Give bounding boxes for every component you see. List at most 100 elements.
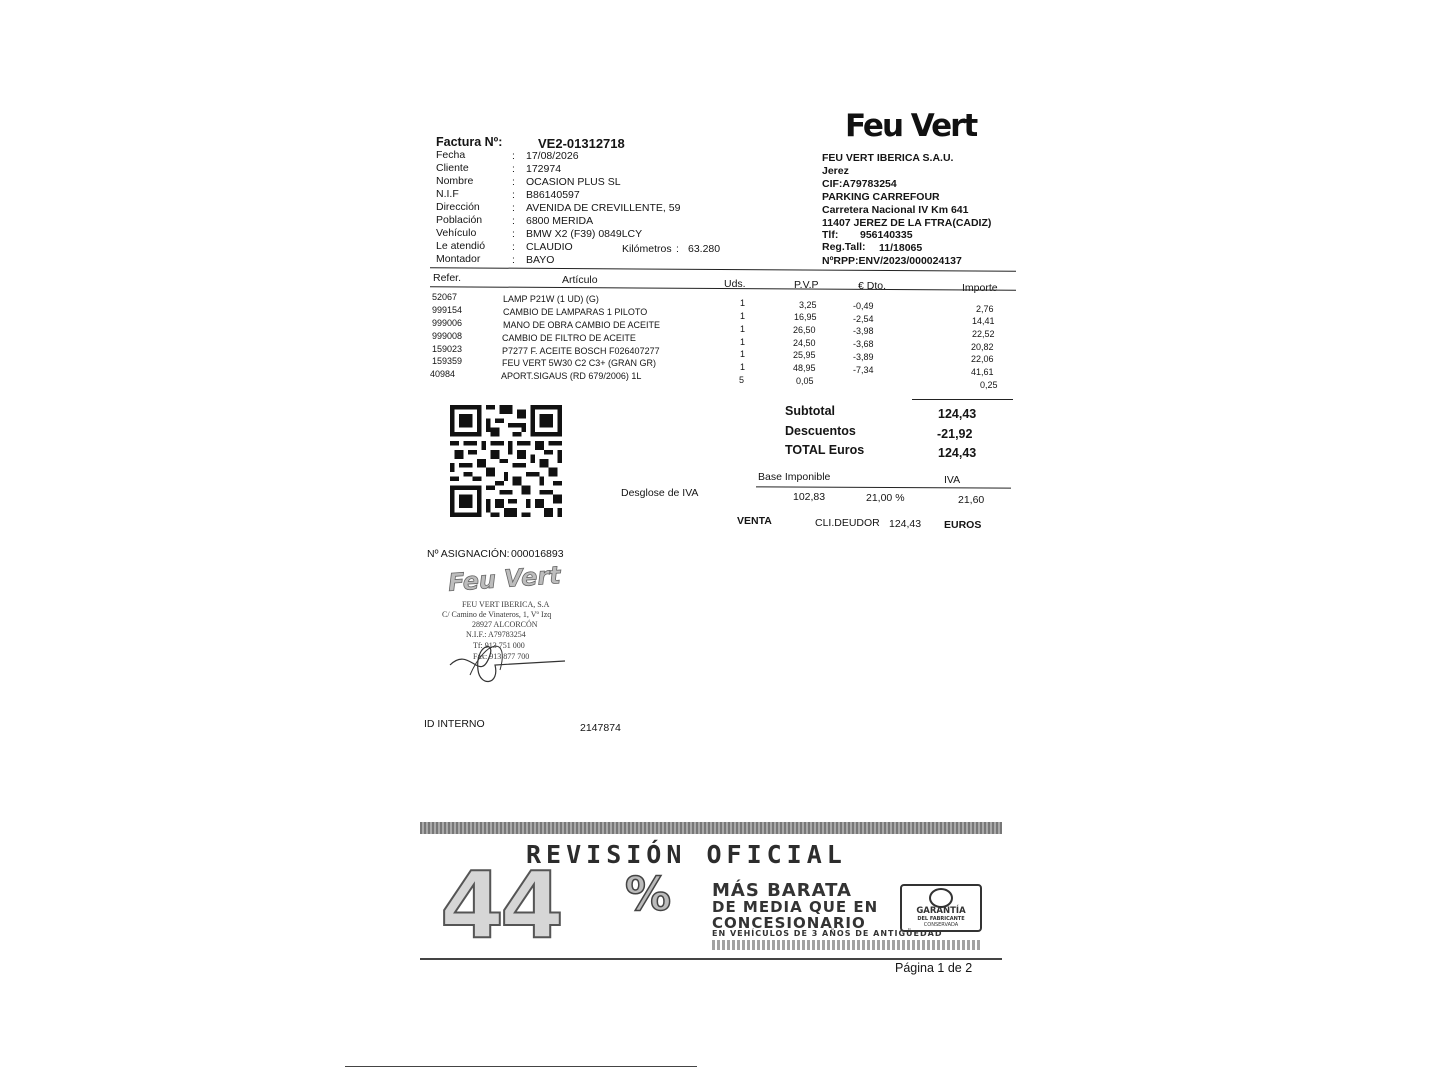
- cell-units: 1: [740, 311, 746, 321]
- company-line: Carretera Nacional IV Km 641: [822, 204, 969, 216]
- cell-dto: -3,68: [853, 339, 874, 349]
- invoice-number-label: Factura Nº:: [436, 135, 503, 149]
- invoice-number: VE2-01312718: [538, 136, 625, 151]
- cell-pvp: 0,05: [796, 376, 814, 386]
- cell-amount: 22,52: [972, 329, 995, 339]
- cell-units: 1: [740, 324, 746, 334]
- vat-base-value: 102,83: [793, 491, 826, 503]
- company-line: Jerez: [822, 165, 849, 177]
- cell-units: 5: [739, 375, 745, 385]
- guarantee-badge: GARANTÍA DEL FABRICANTE CONSERVADA: [900, 884, 982, 932]
- col-header-ref: Refer.: [433, 272, 462, 284]
- cell-ref: 159023: [432, 344, 463, 354]
- cell-dto: -2,54: [853, 314, 874, 324]
- vat-rate-value: 21,00 %: [866, 492, 905, 504]
- cell-amount: 14,41: [972, 316, 995, 326]
- company-nrpp: NºRPP:ENV/2023/000024137: [822, 255, 962, 267]
- cell-amount: 22,06: [971, 354, 994, 364]
- field-colon: :: [512, 176, 515, 188]
- km-label: Kilómetros: [622, 243, 672, 255]
- banner-stripe: [420, 822, 1002, 834]
- field-value-name: OCASION PLUS SL: [526, 176, 621, 188]
- stamp-line: Tf: 913 751 000: [473, 641, 525, 650]
- internal-id-label: ID INTERNO: [424, 718, 485, 730]
- field-value-date: 17/08/2026: [526, 150, 579, 162]
- field-colon: :: [512, 254, 515, 266]
- field-label-nif: N.I.F: [436, 188, 459, 200]
- feu-vert-logo: Feu Vert: [845, 108, 978, 144]
- assignment-label: Nº ASIGNACIÓN:: [427, 548, 510, 560]
- company-line: FEU VERT IBERICA S.A.U.: [822, 152, 954, 164]
- scan-edge-line: [345, 1066, 697, 1067]
- col-header-amount: Importe: [962, 282, 998, 294]
- field-label-name: Nombre: [436, 175, 474, 187]
- field-value-nif: B86140597: [526, 189, 580, 201]
- banner-line-2: DE MEDIA QUE EN: [712, 898, 879, 916]
- vat-rule: [755, 486, 1012, 490]
- stamp-line: N.I.F.: A79783254: [466, 630, 526, 639]
- stamp-brand: Feu Vert: [447, 561, 562, 598]
- cell-ref: 159359: [432, 356, 463, 366]
- cell-units: 1: [740, 298, 746, 308]
- field-value-attended: CLAUDIO: [526, 241, 573, 253]
- banner-percent: 44: [439, 851, 565, 960]
- guarantee-text-2: DEL FABRICANTE: [917, 916, 965, 922]
- qr-code: [450, 405, 562, 517]
- cell-amount: 20,82: [971, 342, 994, 352]
- cell-ref: 52067: [432, 292, 458, 302]
- vat-iva-label: IVA: [944, 474, 961, 486]
- cell-article: P7277 F. ACEITE BOSCH F026407277: [502, 346, 660, 356]
- field-colon: :: [676, 243, 679, 255]
- discounts-label: Descuentos: [785, 424, 856, 438]
- cell-dto: -3,89: [853, 352, 874, 362]
- cell-amount: 0,25: [980, 380, 998, 390]
- cell-article: CAMBIO DE FILTRO DE ACEITE: [502, 333, 636, 343]
- col-header-units: Uds.: [724, 278, 746, 290]
- guarantee-text-3: CONSERVADA: [923, 922, 959, 928]
- stamp-line: Fax: 913 877 700: [473, 652, 530, 661]
- total-label: TOTAL Euros: [785, 443, 865, 457]
- company-tlf: 956140335: [860, 229, 913, 241]
- cell-dto: -3,98: [853, 326, 874, 336]
- field-label-city: Población: [436, 214, 483, 226]
- field-colon: :: [512, 215, 515, 227]
- field-label-vehicle: Vehículo: [436, 227, 477, 239]
- cell-ref: 999006: [432, 318, 463, 328]
- field-value-vehicle: BMW X2 (F39) 0849LCY: [526, 228, 643, 240]
- banner-fine-print: [712, 940, 982, 950]
- banner-line-3: CONCESIONARIO: [712, 914, 866, 932]
- company-line: PARKING CARREFOUR: [822, 191, 940, 203]
- field-colon: :: [512, 241, 515, 253]
- cell-units: 1: [740, 362, 746, 372]
- cell-article: APORT.SIGAUS (RD 679/2006) 1L: [501, 371, 642, 381]
- assignment-value: 000016893: [511, 548, 564, 560]
- stamp-line: 28927 ALCORCÓN: [472, 620, 538, 629]
- banner-line-4: EN VEHÍCULOS DE 3 AÑOS DE ANTIGÜEDAD: [712, 929, 943, 938]
- payment-method: CLI.DEUDOR: [815, 517, 880, 529]
- cell-amount: 2,76: [976, 304, 994, 314]
- company-line: 11407 JEREZ DE LA FTRA(CADIZ): [822, 217, 992, 229]
- cell-pvp: 16,95: [794, 312, 817, 322]
- field-colon: :: [512, 202, 515, 214]
- internal-id-value: 2147874: [580, 722, 621, 734]
- signature-icon: [449, 645, 566, 682]
- cell-amount: 41,61: [971, 367, 994, 377]
- col-header-article: Artículo: [562, 274, 598, 286]
- cell-pvp: 3,25: [799, 300, 817, 310]
- field-value-address: AVENIDA DE CREVILLENTE, 59: [526, 202, 681, 214]
- banner-title: REVISIÓN OFICIAL: [526, 840, 847, 869]
- km-value: 63.280: [688, 243, 721, 255]
- cell-dto: -0,49: [853, 301, 874, 311]
- cell-article: MANO DE OBRA CAMBIO DE ACEITE: [503, 320, 661, 330]
- company-regtall-label: Reg.Tall:: [822, 241, 866, 253]
- cell-ref: 999008: [432, 331, 463, 341]
- cell-pvp: 24,50: [793, 338, 816, 348]
- field-value-client: 172974: [526, 163, 562, 175]
- field-colon: :: [512, 163, 515, 175]
- stamp-line: C/ Camino de Vinateros, 1, Vº Izq: [442, 610, 552, 619]
- table-top-rule: [430, 267, 1016, 273]
- field-label-attended: Le atendió: [436, 240, 486, 252]
- field-colon: :: [512, 189, 515, 201]
- company-line: CIF:A79783254: [822, 178, 897, 190]
- cell-pvp: 48,95: [793, 363, 816, 373]
